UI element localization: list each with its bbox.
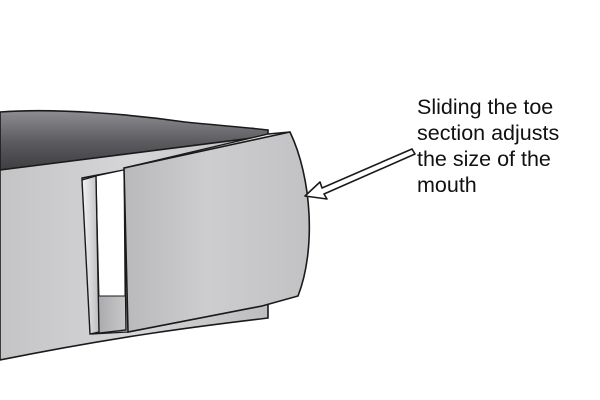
annotation-line: section adjusts <box>417 121 560 145</box>
annotation-label: Sliding the toe section adjusts the size… <box>417 94 595 198</box>
plane-top-surface <box>0 109 269 171</box>
toe-base-line <box>91 305 263 335</box>
pointer-arrow <box>304 148 416 200</box>
blade-edge <box>81 175 100 335</box>
annotation-line: mouth <box>417 173 477 197</box>
annotation-line: Sliding the toe <box>417 95 554 119</box>
mouth-opening <box>95 169 126 297</box>
toe-section <box>123 131 311 333</box>
annotation-line: the size of the <box>417 147 551 171</box>
